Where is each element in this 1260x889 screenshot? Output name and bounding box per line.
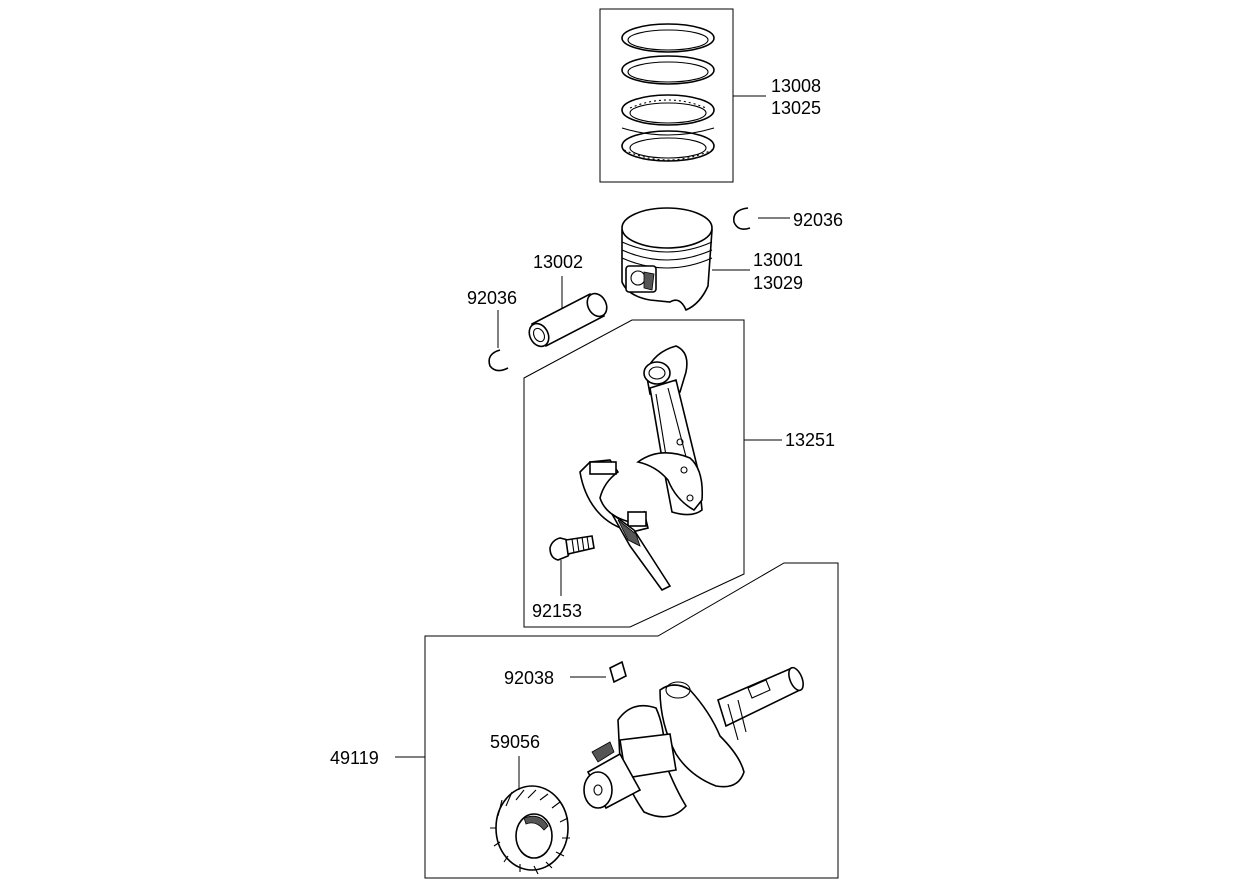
connecting-rod-group: 92153 13251 xyxy=(523,319,835,628)
piston-ring-set-group: 13008 13025 xyxy=(599,8,821,183)
label-circlip-right: 92036 xyxy=(793,210,843,230)
label-piston-pin: 13002 xyxy=(533,252,583,272)
crankshaft[interactable] xyxy=(583,666,806,818)
crankshaft-group: 92038 49119 xyxy=(330,562,839,879)
circlip-right[interactable] xyxy=(732,207,751,230)
label-crankshaft: 49119 xyxy=(330,748,379,768)
connecting-rod-box xyxy=(523,319,745,628)
circlip-right-group: 92036 xyxy=(732,207,843,230)
circlip-left[interactable] xyxy=(488,349,509,372)
connecting-rod[interactable] xyxy=(579,345,704,592)
piston[interactable] xyxy=(621,207,713,312)
circlip-left-group: 92036 xyxy=(467,288,517,372)
label-piston-b: 13029 xyxy=(753,273,803,293)
piston-pin-group: 13002 xyxy=(525,252,610,350)
piston-ring-set[interactable] xyxy=(621,23,715,162)
crankshaft-gear[interactable] xyxy=(490,785,570,875)
rod-bolt[interactable] xyxy=(549,535,595,561)
label-piston-a: 13001 xyxy=(753,250,803,270)
label-piston-rings-b: 13025 xyxy=(771,98,821,118)
woodruff-key[interactable] xyxy=(609,660,627,684)
label-connecting-rod: 13251 xyxy=(785,430,835,450)
piston-group: 13001 13029 xyxy=(621,207,803,312)
label-circlip-left: 92036 xyxy=(467,288,517,308)
piston-pin[interactable] xyxy=(525,290,610,350)
label-rod-bolt: 92153 xyxy=(532,601,582,621)
crankshaft-box xyxy=(424,562,839,879)
label-piston-rings-a: 13008 xyxy=(771,76,821,96)
label-key: 92038 xyxy=(504,668,554,688)
gear-group: 59056 xyxy=(490,732,570,875)
label-gear: 59056 xyxy=(490,732,540,752)
